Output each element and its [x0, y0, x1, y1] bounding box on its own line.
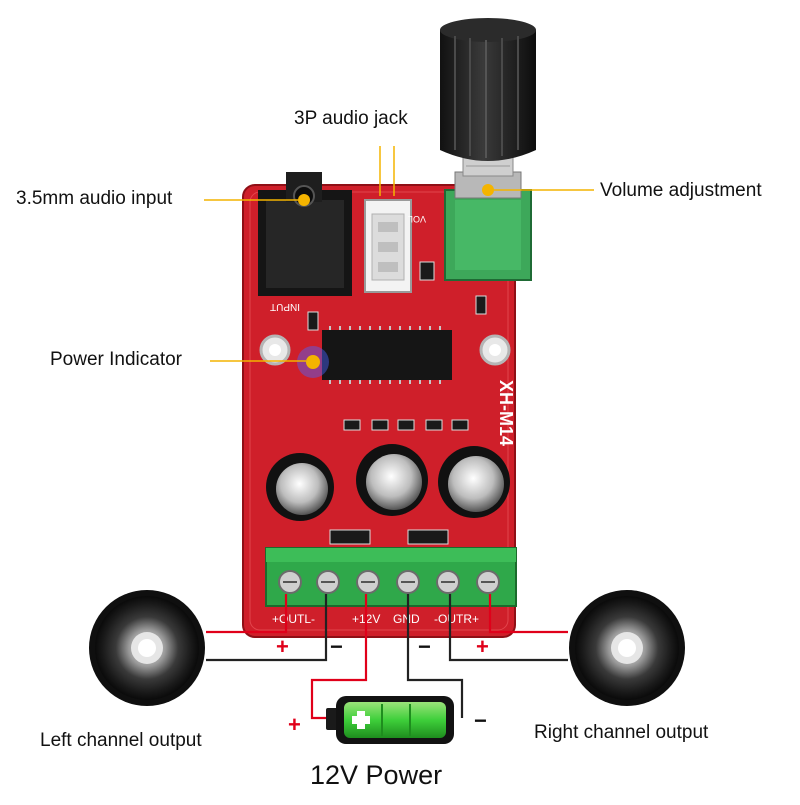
battery-minus-mark: − — [474, 708, 487, 733]
left-speaker — [89, 590, 205, 706]
three-pin-connector — [364, 199, 412, 293]
left-minus-mark: − — [330, 634, 343, 659]
capacitors — [266, 444, 510, 521]
board-model: XH-M14 — [496, 380, 516, 446]
vol-silk-mark: VOL — [408, 214, 426, 224]
label-power-indicator: Power Indicator — [50, 349, 183, 370]
left-plus-mark: + — [276, 634, 289, 659]
amplifier-pcb — [242, 184, 516, 638]
mounting-holes — [259, 334, 511, 366]
volume-knob — [440, 18, 536, 196]
input-silk-mark: INPUT — [270, 301, 300, 312]
right-plus-mark: + — [476, 634, 489, 659]
audio-input-jack — [258, 172, 352, 296]
battery-plus-mark: + — [288, 712, 301, 737]
right-minus-mark: − — [418, 634, 431, 659]
amplifier-ic — [322, 326, 452, 384]
label-right-channel-output: Right channel output — [534, 722, 709, 743]
terminal-label-outl: +OUTL- — [272, 612, 315, 626]
label-volume-adjustment: Volume adjustment — [600, 180, 762, 201]
volume-potentiometer — [444, 149, 532, 281]
terminal-block — [265, 547, 517, 607]
speaker-wires — [206, 594, 568, 662]
terminal-label-outr: -OUTR+ — [434, 612, 479, 626]
right-speaker — [569, 590, 685, 706]
power-wires — [310, 594, 464, 720]
label-3p-audio-jack: 3P audio jack — [294, 108, 408, 129]
label-left-channel-output: Left channel output — [40, 730, 202, 751]
callout-lines — [204, 146, 594, 362]
terminal-label-gnd: GND — [393, 612, 420, 626]
battery — [326, 696, 454, 744]
smd-components — [307, 261, 487, 545]
power-led — [297, 346, 329, 378]
label-12v-power: 12V Power — [310, 760, 443, 790]
label-audio-input: 3.5mm audio input — [16, 188, 173, 209]
